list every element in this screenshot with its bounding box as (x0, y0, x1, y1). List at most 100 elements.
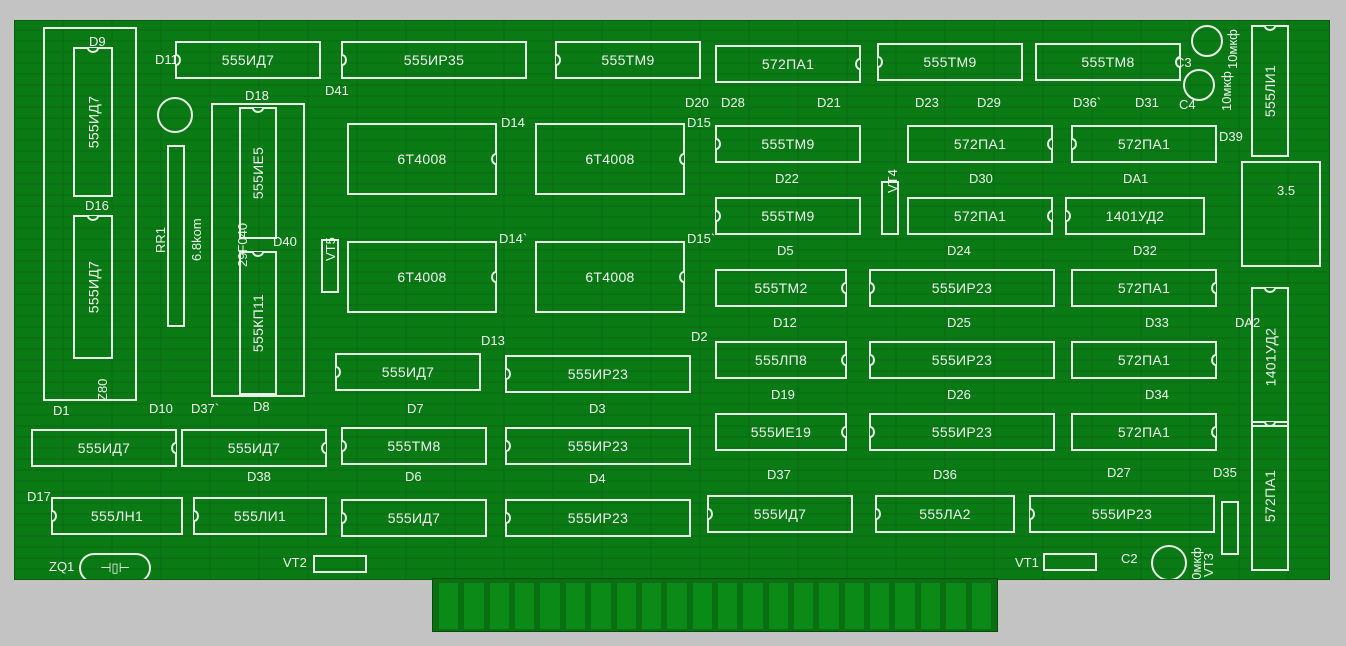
chip-d36a-top: 555ТМ8 (1035, 43, 1181, 81)
capacitor-c2 (1151, 545, 1187, 579)
ref-d2: D2 (691, 329, 708, 344)
transistor-vt3 (1221, 501, 1239, 555)
capacitor-c4 (1183, 69, 1215, 101)
ref-d36: D36 (933, 467, 957, 482)
edge-finger (489, 583, 510, 629)
ref-d41: D41 (325, 83, 349, 98)
ref-d32: D32 (1133, 243, 1157, 258)
z80-outline (43, 27, 137, 401)
ref-d16: D16 (85, 198, 109, 213)
edge-finger (844, 583, 865, 629)
ref-d10: D10 (149, 401, 173, 416)
ref-d34: D34 (1145, 387, 1169, 402)
ref-vt3: VT3 (1201, 553, 1216, 577)
ref-d33: D33 (1145, 315, 1169, 330)
chip-d34: 572ПА1 (1071, 413, 1217, 451)
ref-d12: D12 (773, 315, 797, 330)
chip-555li1-right: 555ЛИ1 (1251, 25, 1289, 157)
chip-d26-upper: 555ИР23 (869, 341, 1055, 379)
chip-d30-upper: 572ПА1 (907, 125, 1053, 163)
jack-label: 3.5 (1277, 183, 1296, 198)
chip-d32: 572ПА1 (1071, 269, 1217, 307)
chip-d3: 555ИР23 (505, 355, 691, 393)
copper-traces (15, 21, 1329, 579)
transistor-vt1 (1043, 553, 1097, 571)
edge-finger (464, 583, 484, 629)
ref-d30: D30 (969, 171, 993, 186)
capacitor-c3 (1191, 25, 1223, 57)
ref-d8: D8 (253, 399, 270, 414)
chip-d19-upper: 555ЛП8 (715, 341, 847, 379)
chip-d4: 555ИР23 (505, 427, 691, 465)
chip-d4-lower: 555ИР23 (505, 499, 691, 537)
chip-d36-lower: 555ЛА2 (875, 495, 1015, 533)
chip-d17: 555ЛН1 (51, 497, 183, 535)
chip-d38: 555ИД7 (181, 429, 327, 467)
ref-d39: D39 (1219, 129, 1243, 144)
chip-d36-upper: 555ИР23 (869, 413, 1055, 451)
chip-d23-top: 555ТМ9 (877, 43, 1023, 81)
chip-d9: 555ИД7 (73, 47, 113, 197)
ref-d13: D13 (481, 333, 505, 348)
edge-finger (743, 583, 763, 629)
chip-d20-top: 555ТМ9 (555, 41, 701, 79)
edge-finger (971, 583, 991, 629)
chip-d41: 555ИР35 (341, 41, 527, 79)
chip-d6: 555ТМ8 (341, 427, 487, 465)
ref-d15b: D15` (687, 231, 716, 246)
ref-da1: DA1 (1123, 171, 1149, 186)
ref-d9: D9 (89, 34, 106, 49)
crystal-icon: ⊣▯⊢ (100, 560, 130, 575)
edge-finger (616, 583, 636, 629)
ref-d40: D40 (273, 234, 297, 249)
chip-d16: 555ИД7 (73, 215, 113, 359)
ref-d7: D7 (407, 401, 424, 416)
ref-d38: D38 (247, 469, 271, 484)
chip-d15b: 6Т4008 (535, 241, 685, 313)
ref-vt1: VT1 (1015, 555, 1039, 570)
ref-d14: D14 (501, 115, 525, 130)
chip-d11: 555ИД7 (175, 41, 321, 79)
ref-zq1: ZQ1 (49, 559, 75, 574)
transistor-vt2 (313, 555, 367, 573)
ref-d22: D22 (775, 171, 799, 186)
chip-da1: 1401УД2 (1065, 197, 1205, 235)
ref-d3: D3 (589, 401, 606, 416)
transistor-vt4 (881, 181, 899, 235)
ref-d21: D21 (817, 95, 841, 110)
chip-d14: 6Т4008 (347, 123, 497, 195)
ref-d25: D25 (947, 315, 971, 330)
transistor-vt5 (321, 239, 339, 293)
ref-c4: C4 (1179, 97, 1196, 112)
chip-d28-top: 572ПА1 (715, 45, 861, 83)
chip-d37-upper: 555ИЕ19 (715, 413, 847, 451)
ref-da2: DA2 (1235, 315, 1261, 330)
ref-d5: D5 (777, 243, 794, 258)
chip-d14b: 6Т4008 (347, 241, 497, 313)
ref-d15: D15 (687, 115, 711, 130)
chip-d24-upper: 572ПА1 (907, 197, 1053, 235)
ref-d37: D37 (767, 467, 791, 482)
ref-d24: D24 (947, 243, 971, 258)
flash-29f040-outline (211, 103, 305, 397)
edge-finger (819, 583, 839, 629)
chip-d27: 555ИР23 (1029, 495, 1215, 533)
ref-d29: D29 (977, 95, 1001, 110)
ref-d35: D35 (1213, 465, 1237, 480)
ref-rr1: RR1 (153, 226, 168, 253)
chip-da2: 1401УД2 (1251, 287, 1289, 427)
rr1-value: 6.8kom (189, 218, 204, 261)
pcb-board: 555ИД7 555ИД7 Z80 D9 D16 D1 D10 D37` D8 … (14, 20, 1330, 580)
edge-finger (870, 583, 890, 629)
audio-jack-3-5 (1241, 161, 1321, 267)
ref-d28: D28 (721, 95, 745, 110)
c4-value: 10мкф (1219, 71, 1234, 111)
edge-finger (717, 583, 738, 629)
chip-d7: 555ИД7 (335, 353, 481, 391)
chip-label-29f040: 29F040 (235, 222, 250, 267)
ref-c3: C3 (1175, 55, 1192, 70)
edge-finger (565, 583, 586, 629)
edge-connector (432, 578, 998, 632)
chip-d40: 555КП11 (239, 251, 277, 395)
ref-c2: C2 (1121, 551, 1138, 566)
